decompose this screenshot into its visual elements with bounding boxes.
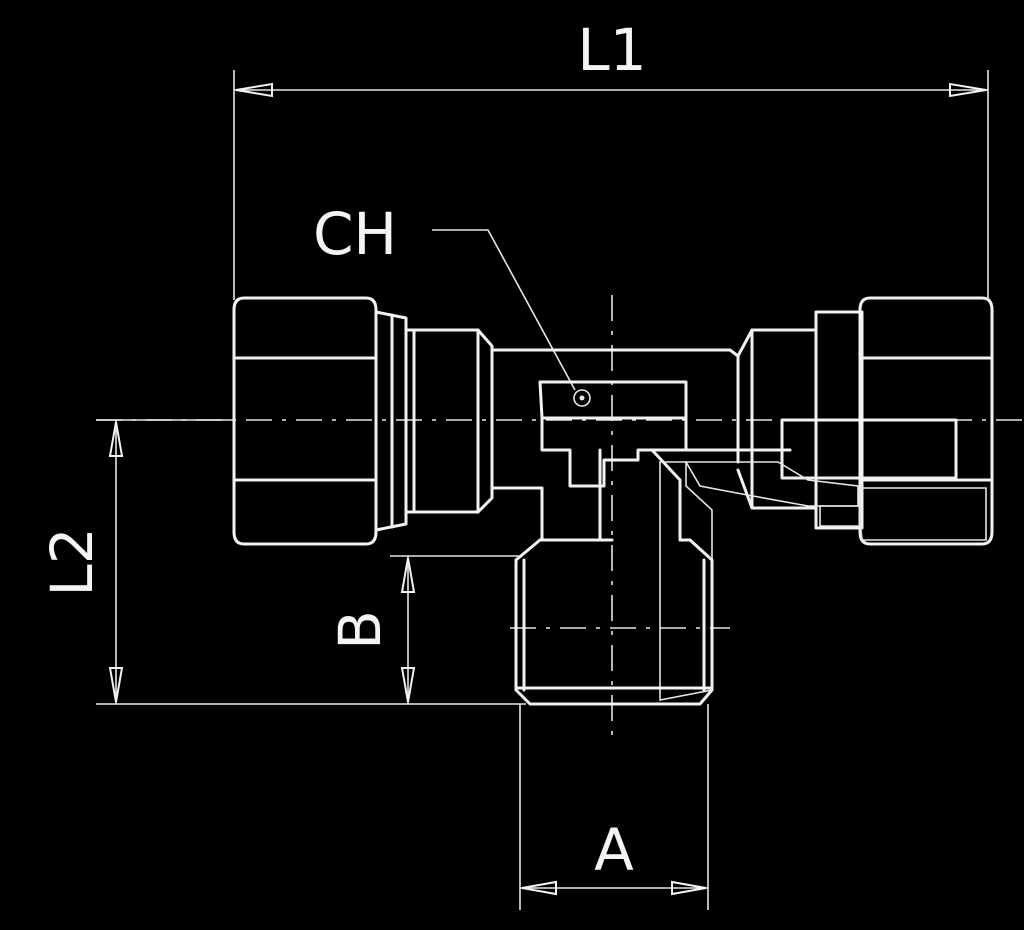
threaded-stem <box>514 538 714 706</box>
l2-label: L2 <box>38 527 106 596</box>
l1-label: L1 <box>577 16 646 84</box>
section-hatching <box>659 461 987 701</box>
tee-body <box>490 348 792 542</box>
b-arrow-top <box>400 557 416 593</box>
b-arrow-bottom <box>400 667 416 703</box>
ch-leader-dot <box>573 389 591 407</box>
dimension-l1: L1 <box>233 16 989 300</box>
dimension-b: B <box>326 555 520 704</box>
right-hex-nut <box>780 296 994 546</box>
dimension-ch: CH <box>313 200 591 407</box>
dimension-l2: L2 <box>38 419 526 705</box>
ch-label: CH <box>313 200 397 268</box>
ch-leader-line <box>432 229 576 391</box>
left-connector <box>404 328 494 514</box>
a-label: A <box>594 816 634 884</box>
l1-arrow-left <box>235 82 273 98</box>
l2-arrow-top <box>108 421 124 457</box>
dimension-a: A <box>519 704 709 910</box>
b-label: B <box>326 610 394 650</box>
a-arrow-left <box>521 880 557 896</box>
left-hex-nut <box>232 296 408 546</box>
a-arrow-right <box>671 880 707 896</box>
l2-arrow-bottom <box>108 667 124 703</box>
l1-arrow-right <box>949 82 987 98</box>
